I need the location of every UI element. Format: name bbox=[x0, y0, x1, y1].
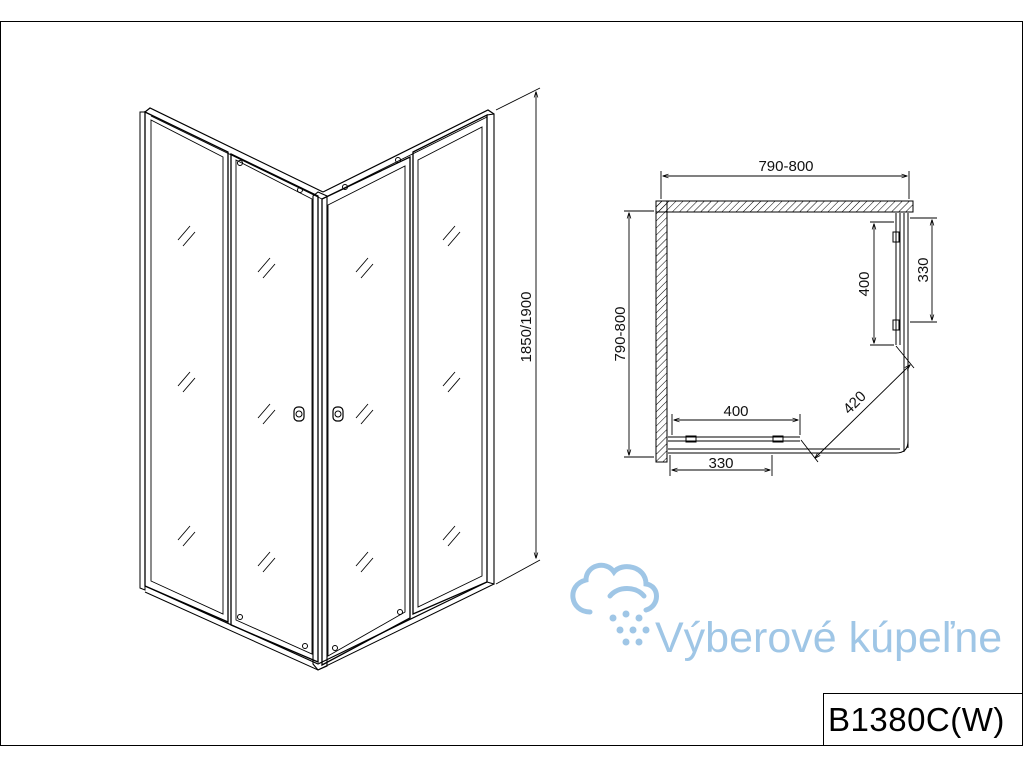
side-wall bbox=[655, 200, 668, 463]
right-fixed-panel bbox=[412, 113, 488, 615]
diagonal-entry-label: 420 bbox=[840, 388, 870, 418]
left-sliding-door bbox=[230, 152, 319, 663]
enclosure-3d-view bbox=[139, 87, 541, 671]
glass-reflections bbox=[177, 225, 461, 573]
plan-depth-label: 790-800 bbox=[612, 306, 629, 361]
brand-name: Výberové kúpeľne bbox=[655, 614, 1002, 662]
door-right-label: 400 bbox=[856, 271, 873, 296]
shower-cloud-icon bbox=[570, 562, 659, 646]
height-label: 1850/1900 bbox=[518, 292, 535, 363]
plan-width-label: 790-800 bbox=[758, 158, 813, 175]
brand-logo: Výberové kúpeľne bbox=[570, 562, 1002, 662]
fixed-bottom-label: 330 bbox=[708, 455, 733, 472]
back-wall bbox=[655, 200, 914, 213]
door-bottom-label: 400 bbox=[723, 403, 748, 420]
door-handle-right bbox=[332, 406, 344, 422]
corner-post bbox=[312, 191, 328, 671]
right-sliding-door bbox=[321, 155, 411, 667]
model-code: B1380C(W) bbox=[828, 700, 1005, 738]
door-handle-left bbox=[293, 406, 305, 422]
drawing-border bbox=[0, 21, 1023, 746]
plan-view bbox=[624, 171, 937, 476]
fixed-right-label: 330 bbox=[915, 257, 932, 282]
height-dimension-line bbox=[495, 87, 541, 585]
left-fixed-panel bbox=[144, 110, 229, 623]
model-code-box: B1380C(W) bbox=[823, 693, 1023, 745]
